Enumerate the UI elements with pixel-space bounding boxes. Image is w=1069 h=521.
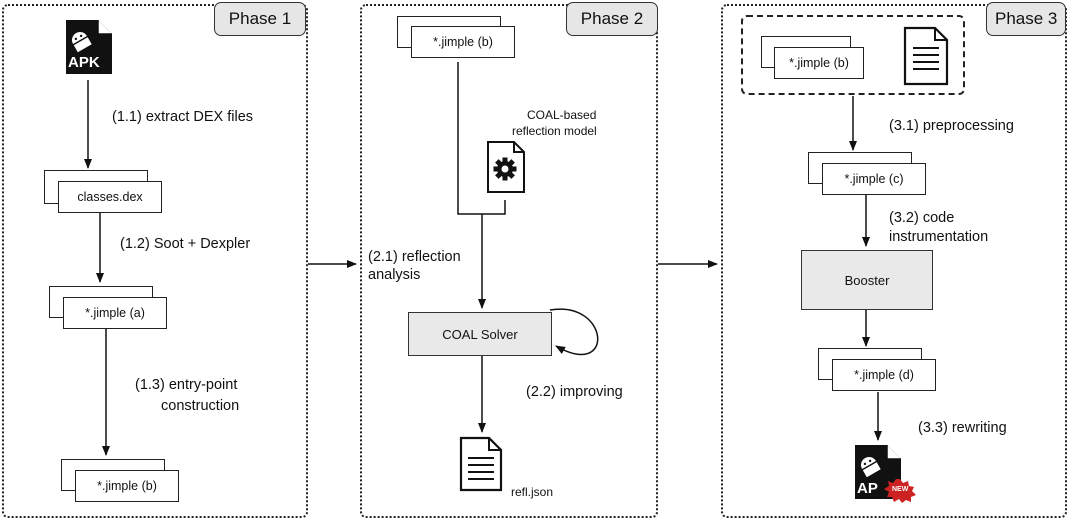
- apk-file-icon: [66, 20, 112, 74]
- refl-json-label: refl.json: [511, 485, 554, 499]
- file-jimple-c-label: *.jimple (c): [822, 163, 926, 195]
- file-jimple-b-phase2-label: *.jimple (b): [411, 26, 515, 58]
- step-3-3-label: (3.3) rewriting: [918, 420, 1007, 436]
- step-1-2-label: (1.2) Soot + Dexpler: [120, 236, 251, 252]
- step-1-3-label-line1: (1.3) entry-point: [135, 377, 238, 393]
- reflection-model-label-line1: COAL-based: [527, 108, 597, 122]
- phase-2-label: Phase 2: [566, 2, 658, 36]
- coal-solver-box: COAL Solver: [408, 312, 552, 356]
- document-icon-phase3: [903, 26, 949, 86]
- file-jimple-a-label: *.jimple (a): [63, 297, 167, 329]
- new-apk-icon-text: AP: [857, 480, 878, 497]
- refl-json-document-icon: [459, 436, 503, 492]
- step-3-2-label-line1: (3.2) code: [889, 210, 955, 226]
- step-3-1-label: (3.1) preprocessing: [889, 118, 1014, 134]
- phase-1-label: Phase 1: [214, 2, 306, 36]
- loop-improving-arrow: [549, 308, 599, 356]
- file-jimple-b-phase3-label: *.jimple (b): [774, 47, 864, 79]
- step-1-3-label-line2: construction: [161, 398, 240, 414]
- apk-icon-text: APK: [68, 54, 100, 71]
- step-1-1-label: (1.1) extract DEX files: [112, 109, 254, 125]
- step-2-2-label: (2.2) improving: [526, 384, 623, 400]
- phase-3-input-group: [741, 15, 965, 95]
- file-jimple-d-label: *.jimple (d): [832, 359, 936, 391]
- gear-document-icon: [487, 141, 525, 193]
- phase-1-container: [2, 4, 308, 518]
- phase-3-container: [721, 4, 1067, 518]
- step-2-1-label-line1: (2.1) reflection: [368, 249, 461, 265]
- new-badge-label: NEW: [892, 486, 909, 493]
- phase-3-label: Phase 3: [986, 2, 1066, 36]
- phase-2-container: [360, 4, 658, 518]
- file-jimple-b-phase1-label: *.jimple (b): [75, 470, 179, 502]
- step-2-1-label-line2: analysis: [368, 267, 421, 283]
- booster-box: Booster: [801, 250, 933, 310]
- file-classes-dex-label: classes.dex: [58, 181, 162, 213]
- step-3-2-label-line2: instrumentation: [889, 229, 989, 245]
- reflection-model-label-line2: reflection model: [512, 124, 597, 138]
- new-badge-icon: [884, 479, 916, 503]
